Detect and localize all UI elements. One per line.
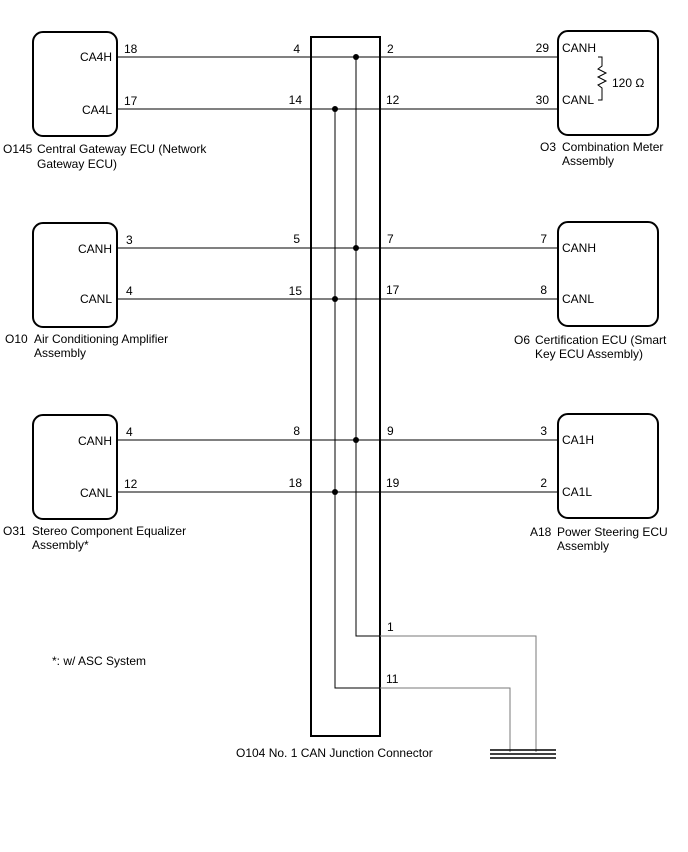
junction-pin-number: 12	[386, 93, 400, 107]
diagnostic-pair	[380, 635, 556, 759]
pin-name: CANL	[80, 486, 112, 500]
ecu-name: Assembly	[557, 539, 609, 553]
junction-pin-number: 11	[386, 672, 399, 686]
ecu-name: Combination Meter	[562, 140, 663, 154]
ecu-name: Certification ECU (Smart	[535, 333, 667, 347]
ecu-code: O145	[3, 142, 33, 156]
ecu-name: Stereo Component Equalizer	[32, 524, 186, 538]
junction-pin-number: 4	[293, 42, 300, 56]
caption-meter: O3 Combination Meter Assembly	[540, 140, 663, 168]
pin-number: 12	[124, 477, 138, 491]
pin-name: CANL	[562, 93, 594, 107]
pin-number: 29	[536, 41, 550, 55]
ecu-name: Assembly*	[32, 538, 89, 552]
caption-certification: O6 Certification ECU (Smart Key ECU Asse…	[514, 333, 667, 361]
junction-pin-number: 17	[386, 283, 400, 297]
junction-pin-number: 15	[289, 284, 303, 298]
junction-pin-number: 19	[386, 476, 400, 490]
pin-number: 8	[540, 283, 547, 297]
pin-number: 7	[540, 232, 547, 246]
caption-gateway: O145 Central Gateway ECU (Network Gatewa…	[3, 142, 207, 171]
pin-number: 30	[536, 93, 550, 107]
pin-number: 2	[540, 476, 547, 490]
caption-stereo: O31 Stereo Component Equalizer Assembly*	[3, 524, 186, 552]
ecu-steering-box	[557, 413, 659, 519]
ecu-name: Assembly	[562, 154, 614, 168]
splice-dot	[353, 437, 359, 443]
junction-pin-number: 14	[289, 93, 303, 107]
splice-dot	[353, 245, 359, 251]
junction-connector-body	[310, 36, 381, 737]
ecu-meter-box	[557, 30, 659, 136]
ecu-gateway-box	[32, 31, 118, 137]
ecu-name: Air Conditioning Amplifier	[34, 332, 168, 346]
splice-dot	[332, 489, 338, 495]
junction-pin-number: 7	[387, 232, 394, 246]
pin-name: CANH	[78, 242, 112, 256]
wire-pin11-out	[380, 687, 511, 752]
ecu-name: Power Steering ECU	[557, 525, 668, 539]
ecu-aircon-box	[32, 222, 118, 328]
junction-pin-number: 2	[387, 42, 394, 56]
ecu-code: O10	[5, 332, 28, 346]
ecu-name: Central Gateway ECU (Network	[37, 142, 207, 156]
junction-title: O104 No. 1 CAN Junction Connector	[236, 746, 433, 760]
pin-name: CA1H	[562, 433, 594, 447]
splice-dot	[332, 296, 338, 302]
pin-number: 18	[124, 42, 138, 56]
pin-name: CA4L	[82, 103, 112, 117]
ecu-code: A18	[530, 525, 552, 539]
footnote: *: w/ ASC System	[52, 654, 146, 668]
ecu-code: O3	[540, 140, 556, 154]
caption-aircon: O10 Air Conditioning Amplifier Assembly	[5, 332, 168, 360]
pin-number: 3	[540, 424, 547, 438]
termination-resistor: 120 Ω	[596, 56, 644, 101]
splice-dot	[353, 54, 359, 60]
resistor-symbol	[596, 56, 608, 101]
junction-pin-number: 18	[289, 476, 303, 490]
wire-pin1-out	[380, 635, 537, 752]
splice-dot	[332, 106, 338, 112]
pin-name: CANH	[78, 434, 112, 448]
ecu-stereo-box	[32, 414, 118, 520]
pin-name: CANL	[80, 292, 112, 306]
ecu-name: Key ECU Assembly)	[535, 347, 643, 361]
caption-steering: A18 Power Steering ECU Assembly	[530, 525, 668, 553]
pin-number: 4	[126, 284, 133, 298]
junction-internal-bus	[311, 54, 380, 689]
pin-name: CA4H	[80, 50, 112, 64]
pin-name: CA1L	[562, 485, 592, 499]
pin-name: CANH	[562, 241, 596, 255]
wires	[117, 56, 558, 493]
pin-number: 17	[124, 94, 138, 108]
junction-pin-number: 5	[293, 232, 300, 246]
ecu-name: Gateway ECU)	[37, 157, 117, 171]
ecu-name: Assembly	[34, 346, 86, 360]
junction-pin-number: 9	[387, 424, 394, 438]
pin-name: CANH	[562, 41, 596, 55]
junction-pin-number: 1	[387, 620, 394, 634]
pin-name: CANL	[562, 292, 594, 306]
pin-number: 3	[126, 233, 133, 247]
resistor-value: 120 Ω	[612, 76, 644, 90]
ecu-code: O31	[3, 524, 26, 538]
pin-number: 4	[126, 425, 133, 439]
ecu-code: O6	[514, 333, 530, 347]
ecu-certification-box	[557, 221, 659, 327]
junction-pin-number: 8	[293, 424, 300, 438]
